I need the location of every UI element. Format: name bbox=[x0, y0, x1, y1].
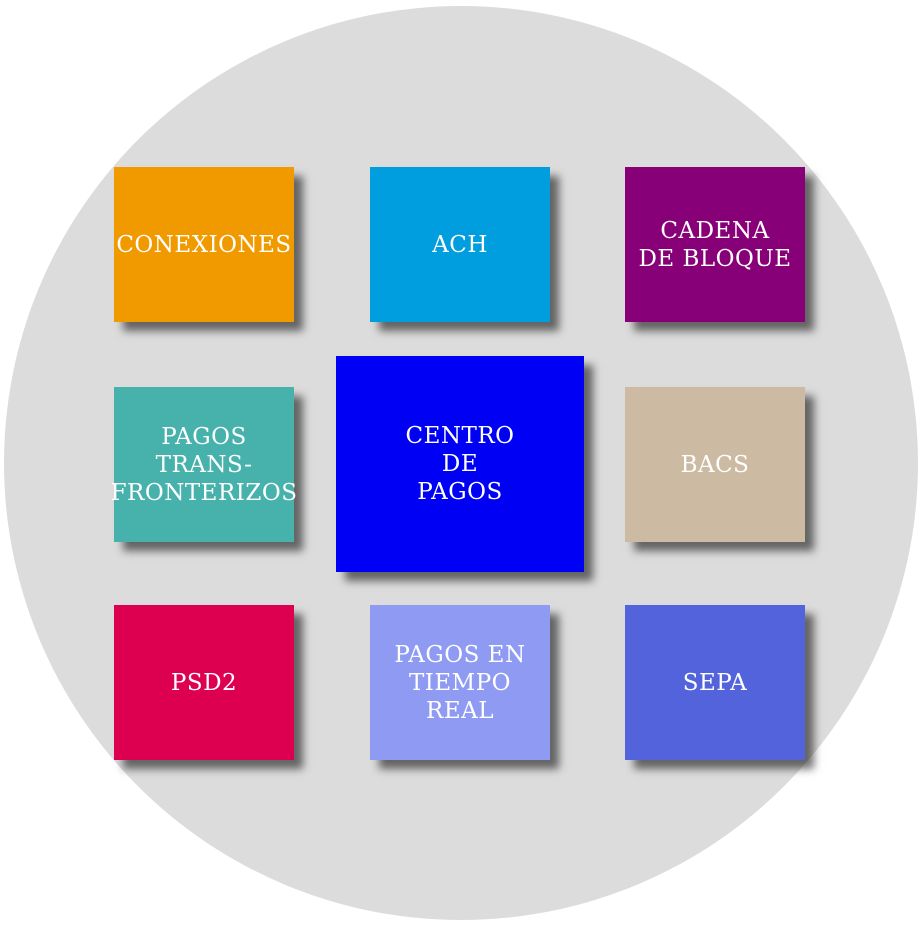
tile-label: CONEXIONES bbox=[116, 231, 292, 258]
tile-centro-de-pagos: CENTRO DE PAGOS bbox=[336, 356, 584, 572]
tile-label: ACH bbox=[432, 231, 488, 258]
tile-pagos-transfronterizos: PAGOS TRANS- FRONTERIZOS bbox=[111, 387, 297, 542]
tile-sepa: SEPA bbox=[625, 605, 805, 760]
tile-cadena-de-bloque: CADENA DE BLOQUE bbox=[625, 167, 805, 322]
tile-label: PAGOS TRANS- FRONTERIZOS bbox=[110, 423, 298, 506]
tile-pagos-en-tiempo-real: PAGOS EN TIEMPO REAL bbox=[370, 605, 550, 760]
tile-label: SEPA bbox=[682, 669, 748, 696]
tile-label: PSD2 bbox=[170, 669, 238, 696]
tile-bacs: BACS bbox=[625, 387, 805, 542]
tile-conexiones: CONEXIONES bbox=[114, 167, 294, 322]
tile-label: PAGOS EN TIEMPO REAL bbox=[394, 641, 526, 724]
tile-label: CADENA DE BLOQUE bbox=[638, 217, 792, 272]
tile-psd2: PSD2 bbox=[114, 605, 294, 760]
tile-label: BACS bbox=[680, 451, 750, 478]
tile-ach: ACH bbox=[370, 167, 550, 322]
tile-label: CENTRO DE PAGOS bbox=[405, 423, 515, 505]
